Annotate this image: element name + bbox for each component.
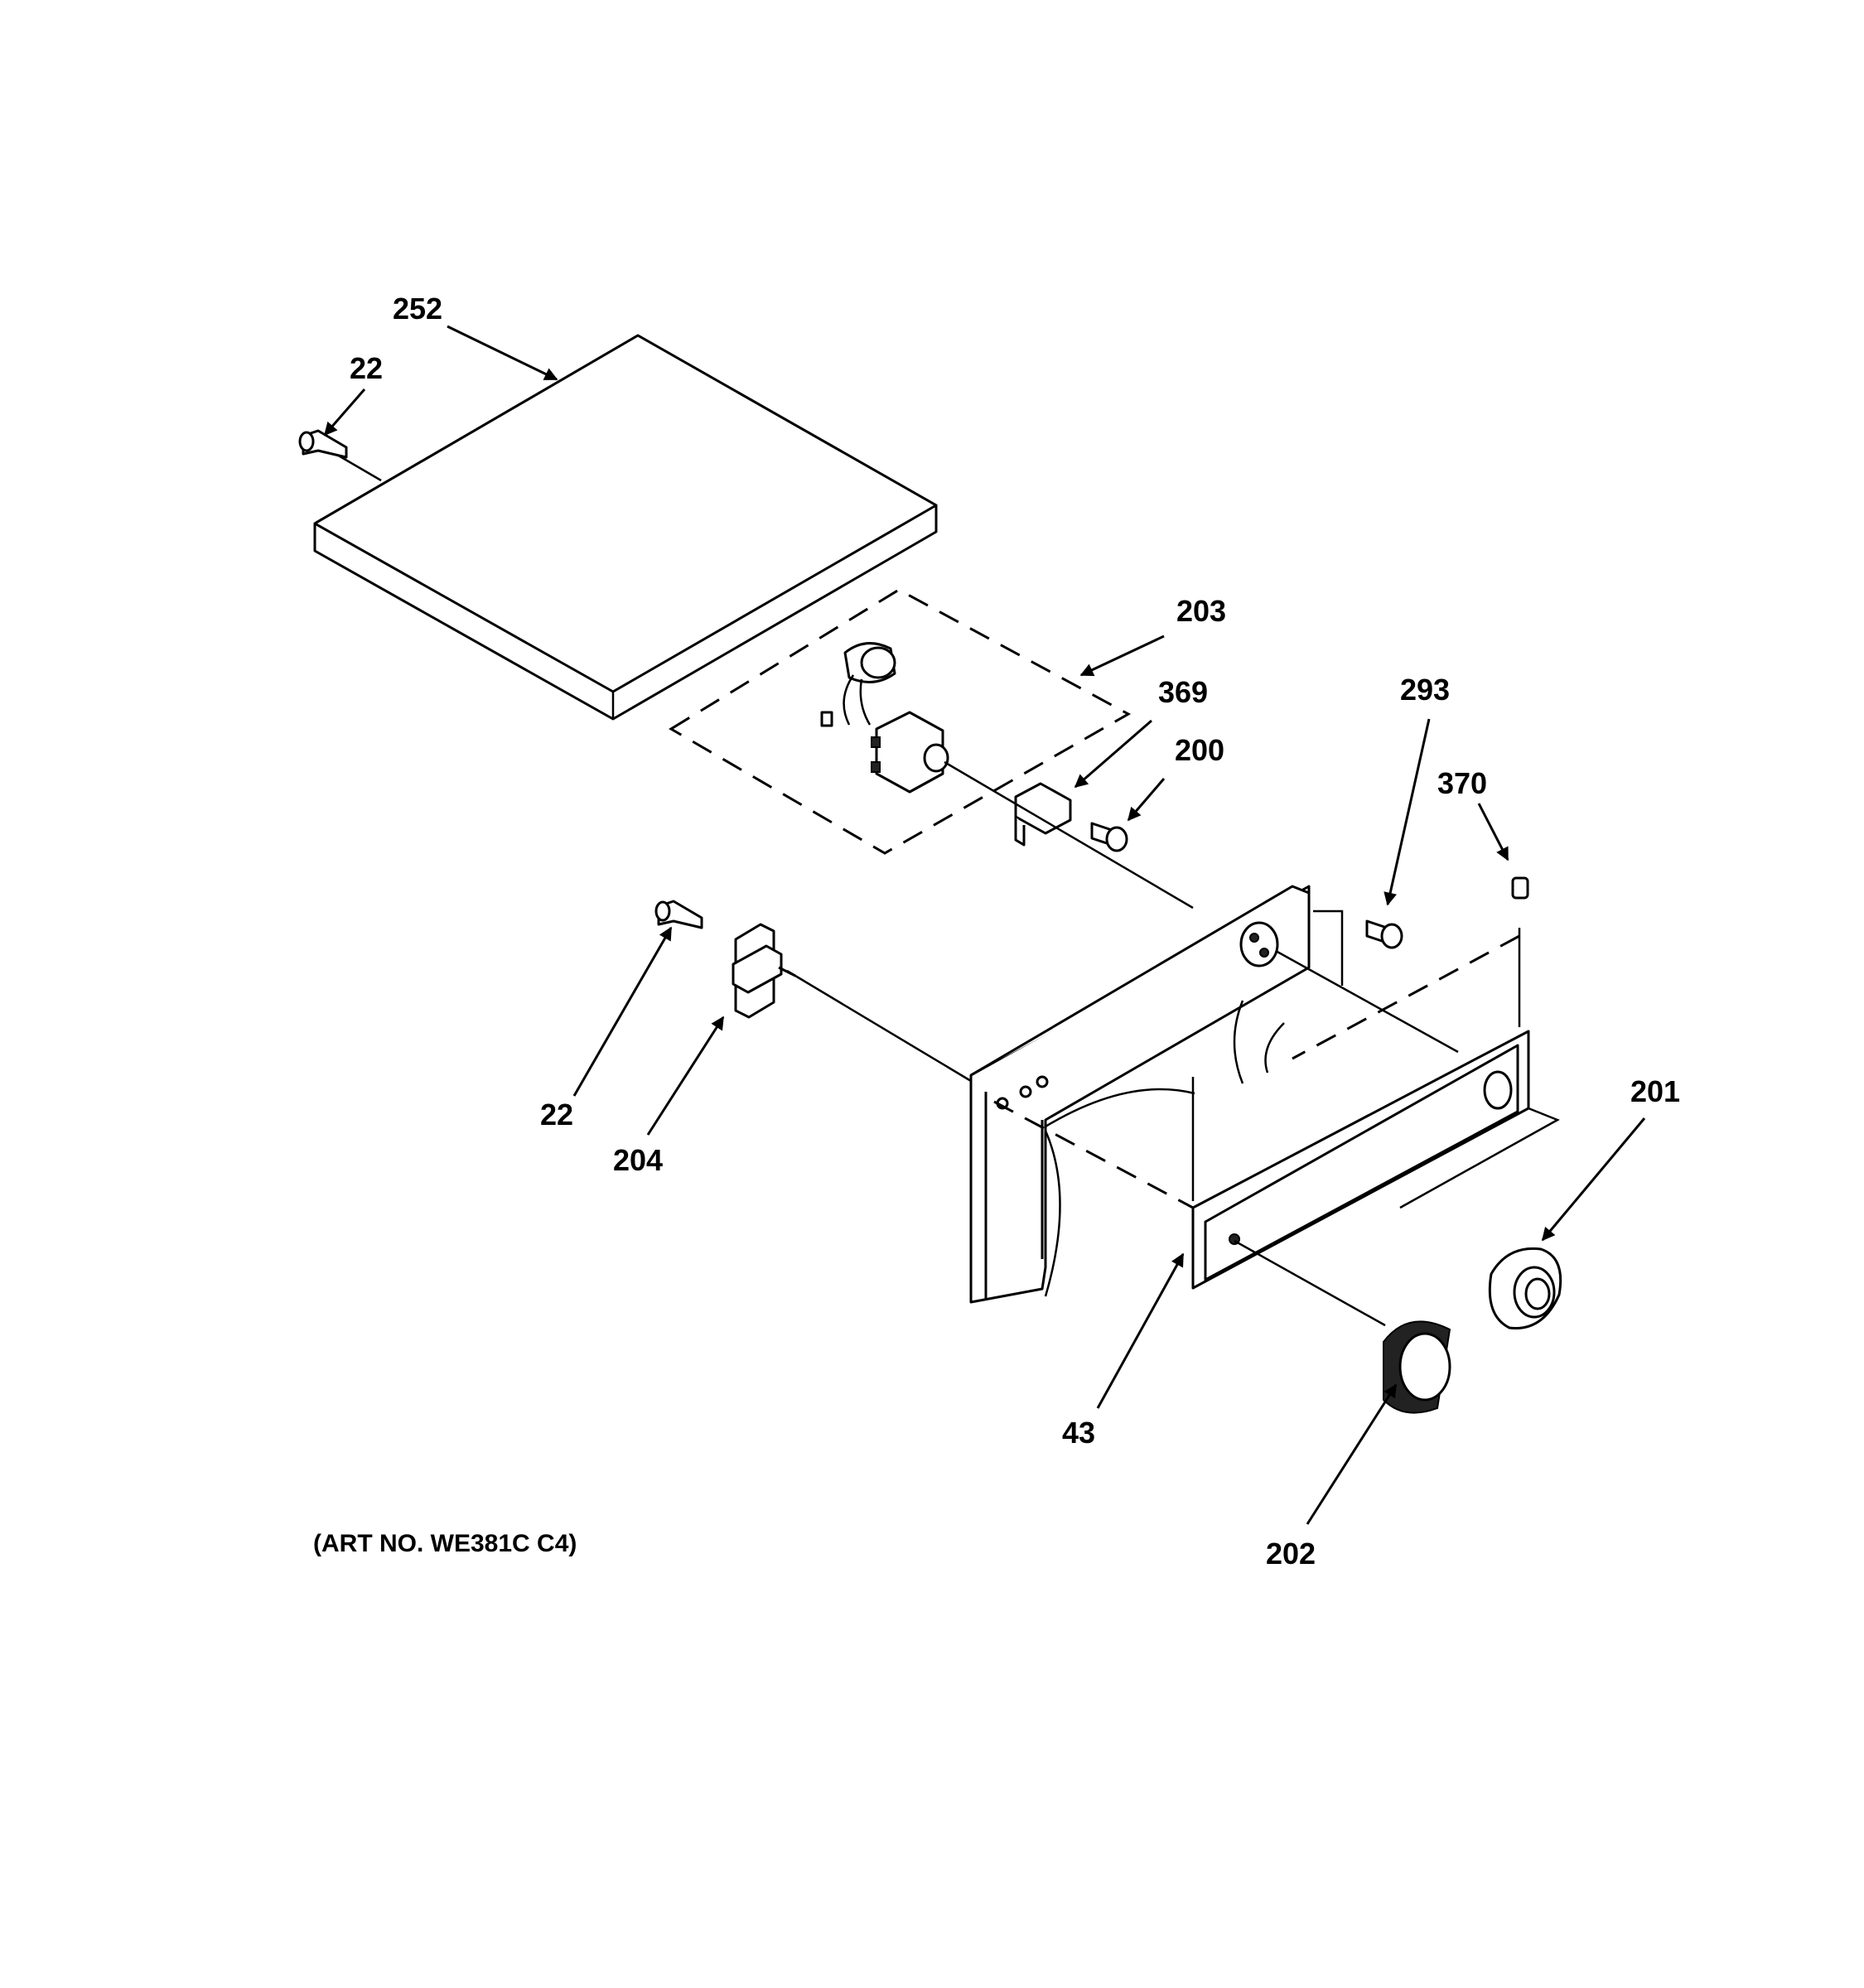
knob-ring [1488, 1247, 1562, 1329]
label-22-hinge: 22 [540, 1098, 573, 1132]
label-203: 203 [1176, 594, 1226, 628]
leader-arrows [323, 325, 1646, 1525]
bracket [1014, 782, 1072, 847]
switch-block [871, 711, 949, 794]
art-number-caption: (ART NO. WE381C C4) [313, 1530, 577, 1557]
end-cap [1511, 876, 1529, 1027]
label-369: 369 [1158, 675, 1208, 709]
screw-panel [1313, 910, 1403, 986]
label-370: 370 [1437, 766, 1487, 800]
top-cover [313, 334, 938, 721]
console-backsplash [969, 885, 1311, 1304]
label-22-top: 22 [350, 351, 383, 385]
screw-hinge [654, 900, 703, 929]
label-201: 201 [1630, 1074, 1680, 1108]
screw-bracket [1090, 822, 1128, 852]
label-252: 252 [393, 292, 442, 326]
sensor-component [820, 642, 896, 727]
label-202: 202 [1266, 1537, 1316, 1571]
dashed-assembly-boundary [669, 588, 1132, 855]
label-293: 293 [1400, 673, 1450, 707]
label-204: 204 [613, 1143, 663, 1177]
knob [1234, 1239, 1451, 1414]
label-43: 43 [1062, 1416, 1095, 1450]
screw-top-left [298, 429, 382, 482]
control-panel [1191, 1030, 1560, 1290]
hinge [732, 923, 972, 1083]
label-200: 200 [1175, 733, 1224, 767]
